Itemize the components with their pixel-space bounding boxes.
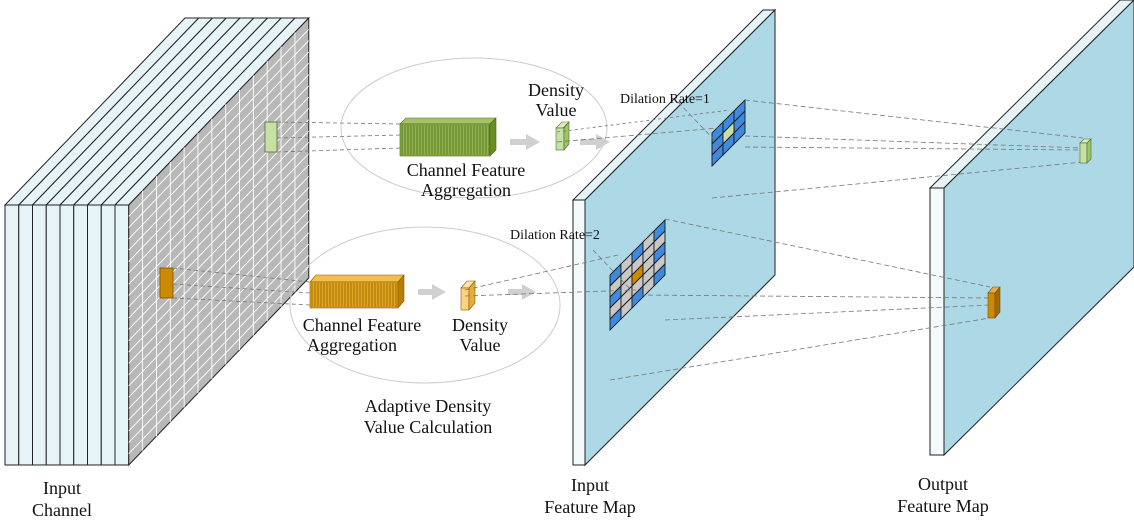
grid-row-line [128,51,310,240]
cfa-top-label-2: Aggregation [421,180,511,200]
channel-green-cell [264,121,278,153]
channel-front-face [128,16,310,467]
density-value-top-label-2: Value [536,100,577,120]
kernel-to-output-lines [464,99,1084,381]
grid-row-line [128,85,310,274]
cfa-top-label-1: Channel Feature [407,160,525,180]
output-feature-map-label-1: Output [918,474,968,494]
grid-row-line [128,175,310,364]
green-density-cube [555,121,570,151]
grid-row-line [128,28,310,217]
channel-orange-cell [159,267,174,299]
density-value-top-label-1: Density [528,80,584,100]
output-green-cell [1079,138,1092,164]
dilation-rate-1-label: Dilation Rate=1 [620,92,710,107]
arrow-bottom-1 [418,284,446,300]
kernel-cell [733,120,746,146]
grid-row-line [128,164,310,353]
channel-slices [3,17,310,466]
density-value-bottom-label-1: Density [452,315,508,335]
kernel-dilation-rate-1 [711,98,746,168]
channel-to-aggregation-lines [172,121,401,306]
grid-row-line [128,209,310,398]
kernel-cell [653,262,666,288]
adaptive-density-ellipse [289,226,561,384]
channel-front-grid [128,16,310,467]
channel-slice-side [45,204,61,466]
grid-row-line [128,153,310,341]
grid-row-line [128,243,310,432]
adaptive-label-1: Adaptive Density [365,396,491,416]
orange-aggregation-bar [309,274,405,309]
input-channel-label-1: Input [43,478,81,498]
grid-row-line [128,142,310,330]
channel-slice-side [100,204,116,466]
grid-row-line [128,74,310,262]
gray-arrows [418,134,610,300]
grid-row-line [128,266,310,455]
input-feature-map-label-2: Feature Map [544,497,635,517]
channel-slice-side [18,204,33,466]
input-feature-map [571,8,777,467]
grid-row-line [128,62,310,251]
output-orange-cell [987,286,1001,319]
grid-row-line [128,130,310,319]
adaptive-label-2: Value Calculation [364,417,492,437]
grid-row-line [128,119,310,308]
channel-slice-side [32,204,47,466]
grid-row-line [128,198,310,387]
arrow-bottom-2 [508,284,536,300]
arrow-top-1 [510,134,540,150]
channel-slice-side [59,204,75,466]
orange-bar-stripes [311,283,397,307]
grid-row-line [128,232,310,421]
input-feature-map-label-1: Input [571,475,609,495]
dilation-rate-2-label: Dilation Rate=2 [510,228,600,243]
channel-slice-side [87,204,102,466]
grid-row-line [128,40,310,228]
grid-row-line [128,187,310,375]
input-channel-label-2: Channel [32,500,92,520]
grid-row-line [128,96,310,285]
density-value-bottom-label-2: Value [460,335,501,355]
grid-row-line [128,108,310,296]
kernel-dilation-rate-2 [609,218,666,332]
output-feature-map-label-2: Feature Map [897,496,988,516]
channel-slice-side [73,204,88,466]
channel-slice-side [114,204,130,466]
arrow-top-2 [580,134,610,150]
output-feature-map [928,0,1134,457]
channel-slice-side [4,204,20,466]
green-bar-stripes [401,125,490,155]
green-aggregation-bar [399,117,497,157]
cfa-bottom-label-2: Aggregation [307,335,397,355]
grid-row-line [128,255,310,443]
input-channel-stack [3,16,310,467]
grid-row-line [128,221,310,409]
top-aggregation-ellipse [340,57,608,199]
cfa-bottom-label-1: Channel Feature [303,315,421,335]
